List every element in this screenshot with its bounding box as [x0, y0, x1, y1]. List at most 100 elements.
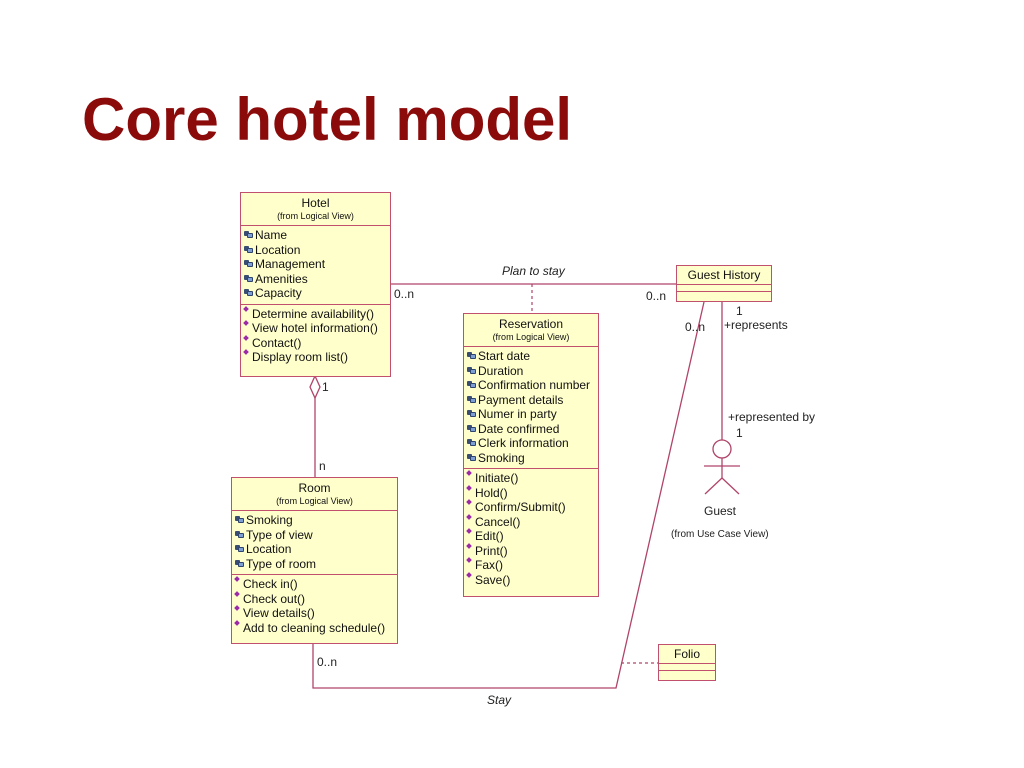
attribute-row: Duration: [467, 364, 596, 379]
guesthistory-guest-multiplicity: 1: [736, 304, 743, 318]
reservation-class-from: (from Logical View): [492, 332, 570, 342]
attribute-icon: [244, 245, 254, 254]
room-stay-multiplicity: 0..n: [317, 655, 338, 669]
guest-history-operations: [677, 292, 771, 298]
hotel-operations: Determine availability() View hotel info…: [241, 305, 390, 368]
room-operations: Check in() Check out() View details() Ad…: [232, 575, 397, 638]
reservation-operations: Initiate() Hold() Confirm/Submit() Cance…: [464, 469, 598, 590]
operation-row: Save(): [467, 573, 596, 588]
stay-line: [312, 301, 705, 689]
room-class-header: Room (from Logical View): [232, 478, 397, 511]
attribute-row: Smoking: [235, 513, 395, 528]
attribute-row: Date confirmed: [467, 422, 596, 437]
hotel-room-multiplicity: 1: [322, 380, 329, 394]
attribute-icon: [467, 453, 477, 462]
guest-actor-icon: [704, 439, 740, 495]
guest-history-class-name: Guest History: [687, 268, 761, 282]
attribute-row: Location: [235, 542, 395, 557]
plan-to-stay-label: Plan to stay: [502, 264, 565, 278]
attribute-row: Confirmation number: [467, 378, 596, 393]
operation-row: Cancel(): [467, 515, 596, 530]
operation-icon: [244, 350, 250, 356]
hotel-class-from: (from Logical View): [277, 211, 354, 221]
operation-icon: [467, 486, 473, 492]
guest-history-class-header: Guest History: [677, 266, 771, 285]
attribute-row: Start date: [467, 349, 596, 364]
guest-history-attributes: [677, 285, 771, 292]
attribute-icon: [467, 424, 477, 433]
operation-row: Initiate(): [467, 471, 596, 486]
guest-multiplicity: 1: [736, 426, 743, 440]
operation-row: Edit(): [467, 529, 596, 544]
folio-class-header: Folio: [659, 645, 715, 664]
room-class[interactable]: Room (from Logical View) Smoking Type of…: [231, 477, 398, 644]
operation-icon: [244, 336, 250, 342]
attribute-row: Amenities: [244, 272, 388, 287]
attribute-icon: [235, 544, 245, 553]
operation-icon: [467, 471, 473, 477]
reservation-attributes: Start date Duration Confirmation number …: [464, 347, 598, 469]
attribute-icon: [235, 515, 245, 524]
operation-row: Fax(): [467, 558, 596, 573]
hotel-attributes: Name Location Management Amenities Capac…: [241, 226, 390, 305]
operation-icon: [467, 544, 473, 550]
hotel-class-header: Hotel (from Logical View): [241, 193, 390, 226]
guesthistory-plan-multiplicity: 0..n: [646, 289, 667, 303]
represented-by-role-label: +represented by: [728, 410, 816, 424]
operation-icon: [235, 606, 241, 612]
room-hotel-multiplicity: n: [319, 459, 326, 473]
attribute-row: Numer in party: [467, 407, 596, 422]
hotel-plan-multiplicity: 0..n: [394, 287, 415, 301]
operation-row: Print(): [467, 544, 596, 559]
operation-row: Hold(): [467, 486, 596, 501]
guest-actor-from: (from Use Case View): [671, 529, 769, 540]
slide-title: Core hotel model: [82, 86, 573, 153]
stay-label: Stay: [487, 693, 512, 707]
reservation-class-header: Reservation (from Logical View): [464, 314, 598, 347]
operation-row: Check in(): [235, 577, 395, 592]
hotel-class-name: Hotel: [301, 196, 330, 210]
room-class-from: (from Logical View): [276, 496, 353, 506]
operation-row: Confirm/Submit(): [467, 500, 596, 515]
attribute-row: Type of room: [235, 557, 395, 572]
attribute-icon: [235, 530, 245, 539]
operation-row: Determine availability(): [244, 307, 388, 322]
operation-icon: [467, 500, 473, 506]
operation-row: Display room list(): [244, 350, 388, 365]
folio-class[interactable]: Folio: [658, 644, 716, 681]
attribute-icon: [244, 230, 254, 239]
reservation-class-name: Reservation: [498, 317, 564, 331]
attribute-icon: [467, 380, 477, 389]
operation-row: Check out(): [235, 592, 395, 607]
attribute-icon: [244, 259, 254, 268]
guest-actor-name: Guest: [704, 504, 737, 518]
operation-row: View details(): [235, 606, 395, 621]
operation-icon: [244, 321, 250, 327]
hotel-class[interactable]: Hotel (from Logical View) Name Location …: [240, 192, 391, 377]
operation-row: View hotel information(): [244, 321, 388, 336]
operation-icon: [467, 529, 473, 535]
attribute-row: Location: [244, 243, 388, 258]
operation-row: Contact(): [244, 336, 388, 351]
attribute-row: Capacity: [244, 286, 388, 301]
room-class-name: Room: [298, 481, 331, 495]
folio-attributes: [659, 664, 715, 671]
attribute-icon: [467, 351, 477, 360]
attribute-icon: [467, 438, 477, 447]
attribute-icon: [467, 409, 477, 418]
operation-icon: [467, 558, 473, 564]
operation-icon: [467, 515, 473, 521]
folio-class-name: Folio: [673, 647, 700, 661]
attribute-icon: [244, 288, 254, 297]
operation-icon: [244, 307, 250, 313]
aggregation-diamond: [309, 374, 321, 400]
guesthistory-stay-multiplicity: 0..n: [685, 320, 706, 334]
guest-history-class[interactable]: Guest History: [676, 265, 772, 302]
attribute-row: Payment details: [467, 393, 596, 408]
attribute-row: Clerk information: [467, 436, 596, 451]
operation-icon: [467, 573, 473, 579]
represents-role-label: +represents: [724, 318, 788, 332]
reservation-class[interactable]: Reservation (from Logical View) Start da…: [463, 313, 599, 597]
operation-icon: [235, 621, 241, 627]
